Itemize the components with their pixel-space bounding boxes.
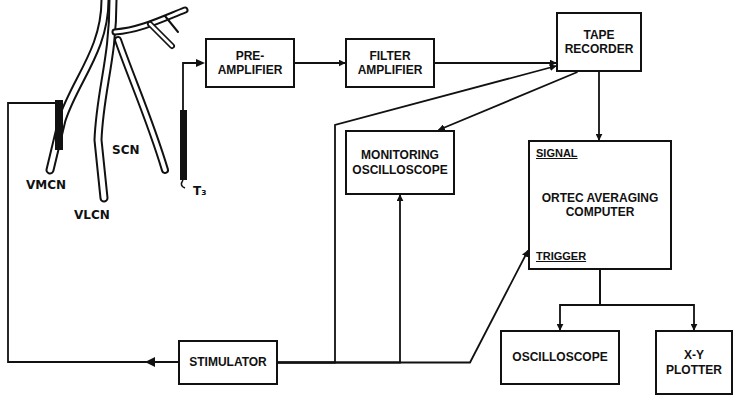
port-label: SIGNAL (536, 147, 578, 160)
amplifier-box: PRE-AMPLIFIER (205, 38, 295, 88)
nerve-label: VMCN (26, 178, 66, 192)
nerve-trunks (50, 0, 185, 198)
wire-arrowhead (196, 59, 205, 67)
box-text: X-Y PLOTTER (662, 348, 726, 377)
computer-box: SIGNAL ORTEC AVERAGING COMPUTER TRIGGER (528, 140, 672, 270)
stimulating-wire (8, 103, 178, 362)
amplifier-box: FILTER AMPLIFIER (345, 38, 435, 88)
recording-wire (183, 63, 198, 110)
signal-connector (278, 251, 528, 363)
box-text: OSCILLOSCOPE (512, 350, 607, 364)
nerve-label: SCN (112, 143, 140, 157)
box-text: STIMULATOR (189, 355, 267, 369)
box-text: FILTER AMPLIFIER (352, 49, 428, 78)
box-text: MONITORING OSCILLOSCOPE (352, 148, 448, 177)
wire-arrowhead (145, 357, 155, 367)
signal-connector (278, 66, 556, 363)
nerve-label: T₃ (193, 184, 206, 198)
nerve-fill (150, 24, 172, 46)
oscilloscope-box: MONITORING OSCILLOSCOPE (345, 130, 455, 195)
nerve-branch (165, 16, 178, 32)
recording-electrode (180, 110, 187, 180)
signal-connector (600, 270, 694, 330)
signal-connector (278, 195, 400, 363)
nerve-branch (150, 24, 172, 46)
nerve-outline (98, 0, 113, 198)
box-text: PRE-AMPLIFIER (212, 49, 288, 78)
nerve-label: VLCN (74, 208, 110, 222)
nerve-fill (98, 0, 113, 198)
signal-connector (295, 62, 345, 64)
signal-connector (598, 72, 600, 140)
nerve-fill (115, 10, 185, 32)
oscilloscope-box: OSCILLOSCOPE (500, 330, 620, 385)
electrode-hook (181, 180, 185, 188)
recorder-box: TAPE RECORDER (556, 12, 642, 72)
port-label: TRIGGER (536, 250, 586, 263)
plotter-box: X-Y PLOTTER (655, 330, 733, 395)
stimulator-box: STIMULATOR (178, 340, 278, 385)
signal-connector (435, 62, 556, 64)
signal-connector (560, 270, 600, 330)
stimulating-electrode (55, 100, 63, 150)
nerve-outline (115, 10, 185, 32)
box-text: TAPE RECORDER (563, 28, 635, 57)
box-text: ORTEC AVERAGING COMPUTER (536, 191, 664, 220)
signal-connector (439, 72, 578, 130)
